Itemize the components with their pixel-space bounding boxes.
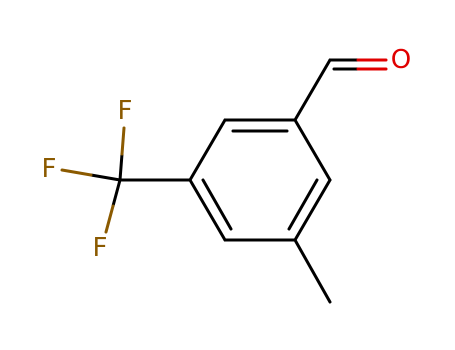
ring-bond-c5-c6: [293, 178, 332, 242]
ring-bond-c2-c3: [188, 118, 227, 182]
cf-bonds: [60, 126, 126, 234]
ring-double-bond-inner-right: [287, 178, 319, 231]
bonds: [118, 58, 332, 304]
ring-bond-c3-c4: [188, 178, 227, 242]
atom-label-oxygen: O: [391, 45, 411, 75]
cf-bond-top-brown: [120, 126, 126, 156]
cf-bond-bottom-black: [111, 178, 122, 208]
ring-double-bond-inner-left: [201, 178, 233, 231]
ring-bond-c6-c1: [293, 118, 332, 182]
bond-ring-to-cho-carbon: [293, 58, 332, 122]
bond-ring-to-methyl: [293, 238, 332, 304]
atom-label-fluorine-left: F: [42, 154, 57, 184]
atom-label-fluorine-bottom: F: [93, 233, 108, 263]
cf-bond-left-brown: [60, 168, 93, 177]
cf-bond-bottom-brown: [104, 204, 115, 234]
atom-labels: O F F F: [42, 45, 412, 263]
cf-bond-top-black: [118, 152, 124, 182]
atom-label-fluorine-top: F: [118, 96, 133, 126]
carbonyl-double-bond: [328, 58, 388, 71]
cf-bond-left-black: [89, 173, 122, 182]
